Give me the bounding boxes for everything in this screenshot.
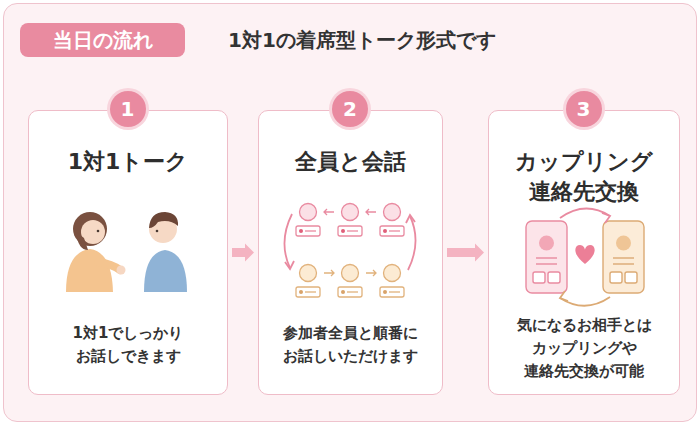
phone-exchange-illustration-part bbox=[625, 272, 637, 283]
step-description: 参加者全員と順番に お話しいただけます bbox=[271, 322, 430, 368]
step-number-circle: 2 bbox=[332, 91, 368, 127]
man-figure-part bbox=[156, 230, 159, 233]
phone-exchange-illustration-part bbox=[575, 245, 594, 264]
rotation-illustration-part bbox=[338, 226, 362, 236]
phone-exchange-illustration-part bbox=[548, 272, 560, 283]
rotation-illustration-part bbox=[299, 229, 303, 233]
rotation-illustration-part bbox=[296, 226, 320, 236]
phone-exchange-illustration-part bbox=[536, 257, 557, 258]
woman-figure-part bbox=[81, 220, 105, 244]
step-title: カップリング 連絡先交換 bbox=[495, 147, 673, 207]
step-description: 気になるお相手とは カップリングや 連絡先交換が可能 bbox=[501, 314, 667, 383]
phone-exchange-illustration-part bbox=[536, 263, 557, 264]
rotation-illustration-part bbox=[342, 265, 359, 282]
woman-figure-part bbox=[73, 212, 107, 246]
rotation-illustration-part bbox=[299, 290, 303, 294]
rotation-illustration-part bbox=[338, 287, 362, 297]
woman-figure-part bbox=[98, 262, 120, 270]
rotation-illustration-part bbox=[408, 216, 416, 270]
man-figure bbox=[144, 212, 187, 292]
phone-exchange-illustration-part bbox=[560, 297, 610, 306]
phone-exchange-illustration-part bbox=[603, 221, 644, 293]
phone-exchange-illustration-part bbox=[539, 236, 554, 251]
rotation-illustration-part bbox=[384, 204, 401, 221]
subtitle-text: 1対1の着席型トーク形式です bbox=[228, 23, 496, 57]
phone-exchange-illustration-part bbox=[526, 221, 567, 293]
step-number: 2 bbox=[343, 97, 357, 121]
man-figure-part bbox=[149, 212, 178, 228]
rotation-illustration-part bbox=[347, 291, 358, 292]
flow-arrow bbox=[232, 244, 254, 262]
rotation-illustration-part bbox=[300, 204, 317, 221]
phone-exchange-illustration-part bbox=[560, 208, 610, 218]
man-figure-part bbox=[144, 250, 187, 292]
rotation-illustration-part bbox=[324, 270, 334, 276]
woman-figure-part bbox=[66, 249, 113, 292]
phone-exchange-illustration-part bbox=[560, 291, 568, 301]
rotation-illustration-part bbox=[305, 230, 316, 231]
phone-exchange-illustration bbox=[526, 208, 644, 305]
woman-figure-part bbox=[76, 232, 88, 250]
rotation-illustration-part bbox=[284, 214, 292, 268]
rotation-illustration-part bbox=[324, 209, 334, 215]
phone-exchange-illustration-part bbox=[602, 213, 610, 223]
step-card: 1対1トーク1対1でしっかり お話しできます1 bbox=[28, 110, 228, 395]
flow-arrow bbox=[447, 244, 484, 262]
rotation-illustration-part bbox=[380, 287, 404, 297]
phone-exchange-illustration-part bbox=[613, 257, 634, 258]
heading-text: 当日の流れ bbox=[53, 27, 153, 54]
woman-figure-part bbox=[97, 230, 100, 233]
rotation-illustration-part bbox=[389, 291, 400, 292]
step-number: 3 bbox=[577, 97, 591, 121]
rotation-illustration-part bbox=[341, 290, 345, 294]
rotation-illustration-part bbox=[300, 265, 317, 282]
rotation-illustration-part bbox=[380, 226, 404, 236]
woman-figure bbox=[66, 212, 126, 292]
rotation-illustration bbox=[284, 204, 415, 298]
rotation-illustration-part bbox=[366, 270, 376, 276]
phone-exchange-illustration-part bbox=[533, 272, 545, 283]
phone-exchange-illustration-part bbox=[616, 236, 631, 251]
rotation-illustration-part bbox=[342, 204, 359, 221]
phone-exchange-illustration-part bbox=[613, 263, 634, 264]
rotation-illustration-part bbox=[305, 291, 316, 292]
phone-exchange-illustration-part bbox=[610, 272, 622, 283]
step-title: 1対1トーク bbox=[35, 147, 221, 177]
rotation-illustration-part bbox=[383, 290, 387, 294]
step-description: 1対1でしっかり お話しできます bbox=[41, 322, 215, 368]
man-figure-part bbox=[149, 215, 177, 243]
rotation-illustration-part bbox=[341, 229, 345, 233]
rotation-illustration-part bbox=[366, 209, 376, 215]
rotation-illustration-part bbox=[347, 230, 358, 231]
step-card: 全員と会話参加者全員と順番に お話しいただけます2 bbox=[258, 110, 443, 395]
rotation-illustration-part bbox=[296, 287, 320, 297]
heading-pill: 当日の流れ bbox=[20, 23, 185, 57]
rotation-illustration-part bbox=[383, 229, 387, 233]
rotation-illustration-part bbox=[389, 230, 400, 231]
rotation-illustration-part bbox=[406, 215, 415, 223]
woman-figure-part bbox=[117, 266, 126, 275]
step-number-circle: 1 bbox=[110, 91, 146, 127]
step-card: カップリング 連絡先交換気になるお相手とは カップリングや 連絡先交換が可能3 bbox=[488, 110, 680, 395]
step-number: 1 bbox=[121, 97, 135, 121]
step-number-circle: 3 bbox=[566, 91, 602, 127]
rotation-illustration-part bbox=[384, 265, 401, 282]
rotation-illustration-part bbox=[285, 261, 294, 269]
step-title: 全員と会話 bbox=[265, 147, 436, 177]
